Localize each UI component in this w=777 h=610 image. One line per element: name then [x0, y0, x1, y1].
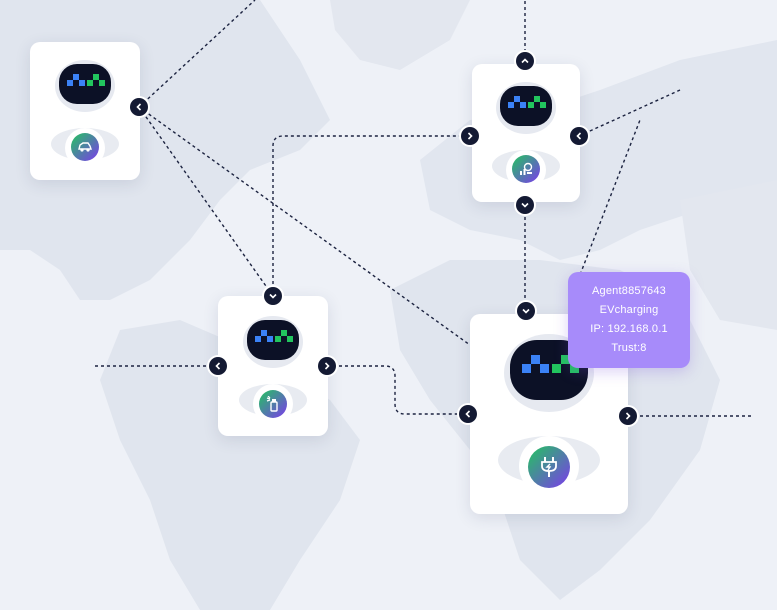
connector-left-agent-3[interactable] — [209, 357, 227, 375]
connection-lines — [95, 0, 752, 417]
chevron-left-icon — [465, 410, 471, 418]
connector-down-agent-2[interactable] — [516, 196, 534, 214]
tooltip-ip: IP: 192.168.0.1 — [590, 323, 668, 335]
chevron-left-icon — [136, 103, 142, 111]
link-agent3-to-agent2 — [272, 135, 470, 296]
link-agent2-to-offscreen-right — [578, 89, 681, 137]
chevron-left-icon — [576, 132, 582, 140]
greenland-landmass — [330, 0, 470, 70]
chevron-right-icon — [625, 412, 631, 420]
robot-head — [243, 316, 303, 368]
link-agent1-to-offscreen-top — [138, 0, 256, 108]
link-agent1-to-agent3 — [138, 106, 274, 297]
connector-left-agent-1[interactable] — [130, 98, 148, 116]
chevron-right-icon — [467, 132, 473, 140]
chevron-down-icon — [521, 202, 529, 208]
chevron-down-icon — [269, 293, 277, 299]
agent-card-1[interactable] — [30, 42, 140, 180]
robot-head — [496, 82, 556, 134]
link-agent3-to-agent4 — [327, 365, 468, 415]
agent-card-3[interactable] — [218, 296, 328, 436]
tooltip-service: EVcharging — [599, 304, 659, 316]
link-agent4-to-offscreen-top — [577, 119, 641, 281]
connector-right-agent-4[interactable] — [619, 407, 637, 425]
chevron-left-icon — [215, 362, 221, 370]
agent-card-2[interactable] — [472, 64, 580, 202]
connector-down-agent-3[interactable] — [264, 287, 282, 305]
connector-left-agent-4[interactable] — [459, 405, 477, 423]
tooltip-trust: Trust:8 — [611, 342, 647, 354]
connector-up-agent-2[interactable] — [516, 52, 534, 70]
asia-landmass — [680, 180, 777, 330]
robot-head — [55, 60, 115, 112]
connector-right-in-agent-2[interactable] — [461, 127, 479, 145]
agent-info-tooltip: Agent8857643 EVcharging IP: 192.168.0.1 … — [568, 272, 690, 368]
plug-icon — [528, 446, 570, 488]
spray-icon — [259, 390, 287, 418]
connector-right-agent-3[interactable] — [318, 357, 336, 375]
connector-left-agent-2[interactable] — [570, 127, 588, 145]
tooltip-agent-id: Agent8857643 — [592, 285, 666, 297]
connector-down-agent-4[interactable] — [517, 302, 535, 320]
chevron-up-icon — [521, 58, 529, 64]
chevron-down-icon — [522, 308, 530, 314]
link-agent1-to-agent4 — [138, 106, 471, 346]
meter-icon — [512, 155, 540, 183]
chevron-right-icon — [324, 362, 330, 370]
car-icon — [71, 133, 99, 161]
